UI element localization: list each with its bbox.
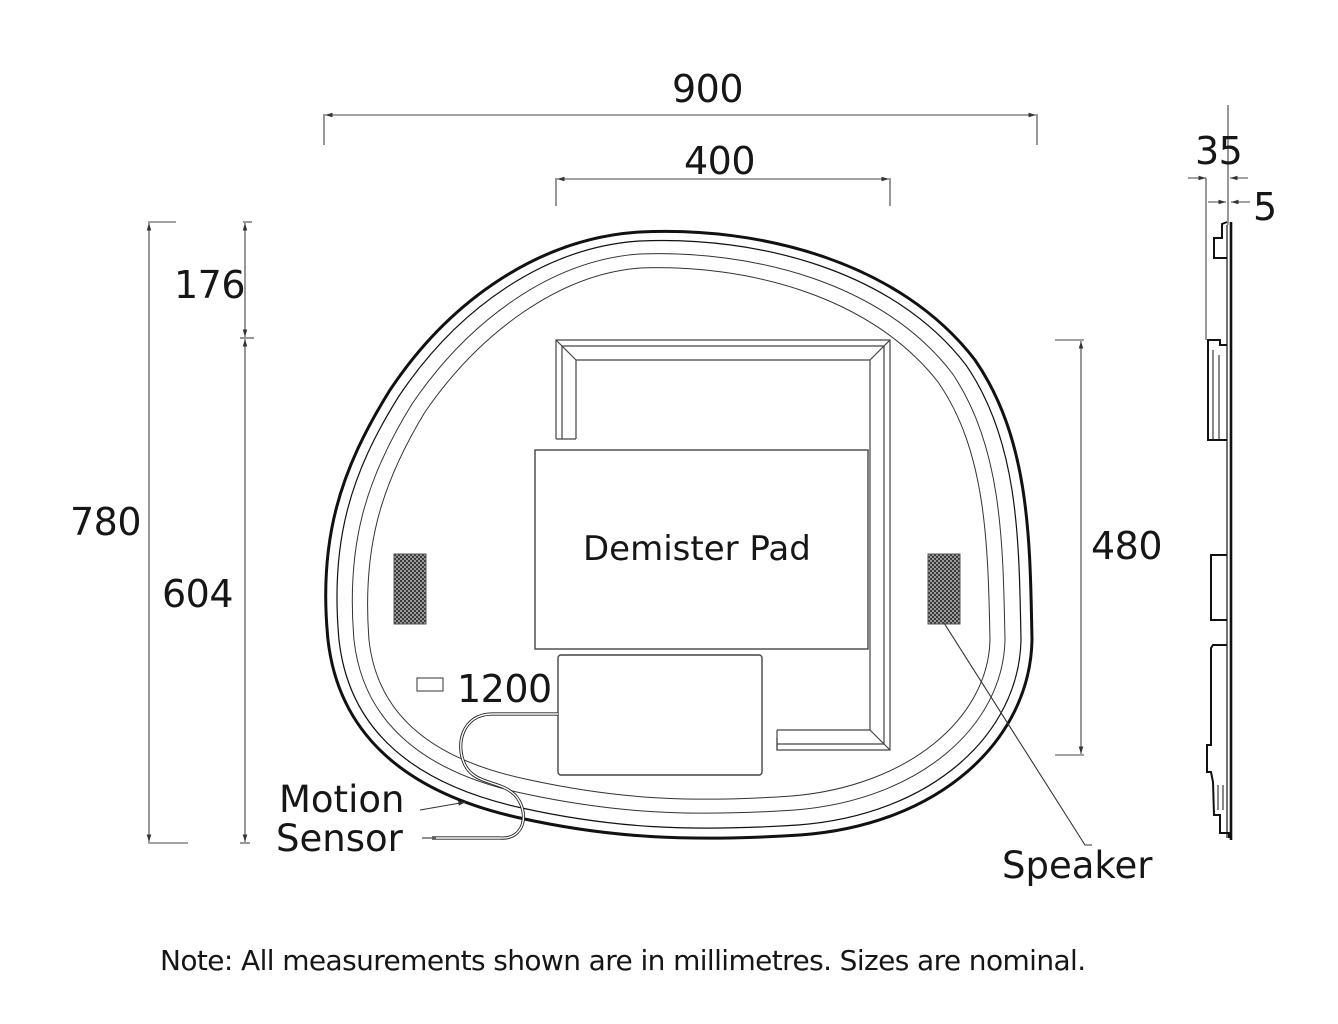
dim-frame-height: 480 [1091, 524, 1163, 568]
demister-pad-label: Demister Pad [583, 529, 811, 569]
dim-lower-height: 604 [162, 572, 234, 616]
speaker-leader [943, 622, 1092, 846]
dim-top-offset: 176 [174, 263, 246, 307]
leader-lines [419, 622, 1092, 846]
dim-glass-thickness: 5 [1253, 185, 1277, 229]
motion-leader [419, 801, 467, 811]
footnote: Note: All measurements shown are in mill… [160, 944, 1086, 977]
motion-sensor-label-line1: Motion [279, 778, 405, 821]
dim-overall-height: 780 [70, 500, 142, 544]
mirror-outer-edge [324, 229, 1034, 840]
speaker-right [927, 553, 961, 625]
driver-box [557, 654, 763, 776]
motion-sensor-label-line2: Sensor [276, 817, 403, 860]
mirror-inner-edge-3 [367, 267, 991, 800]
dim-cable-length: 1200 [457, 667, 552, 711]
speaker-left [393, 553, 427, 625]
motion-sensor [416, 677, 444, 692]
demister-pad [534, 449, 869, 650]
dim-depth-total: 35 [1195, 129, 1243, 173]
dimension-lines [146, 105, 1250, 844]
side-profile [1206, 221, 1233, 840]
speaker-label: Speaker [1002, 844, 1153, 887]
sensor-cable [432, 712, 558, 840]
mirror-inner-edge-1 [336, 239, 1022, 829]
back-frame [555, 339, 891, 751]
dim-overall-width: 900 [672, 67, 744, 111]
mirror-outline [324, 229, 1034, 840]
dim-frame-width: 400 [684, 139, 756, 183]
mirror-inner-edge-2 [351, 253, 1006, 814]
